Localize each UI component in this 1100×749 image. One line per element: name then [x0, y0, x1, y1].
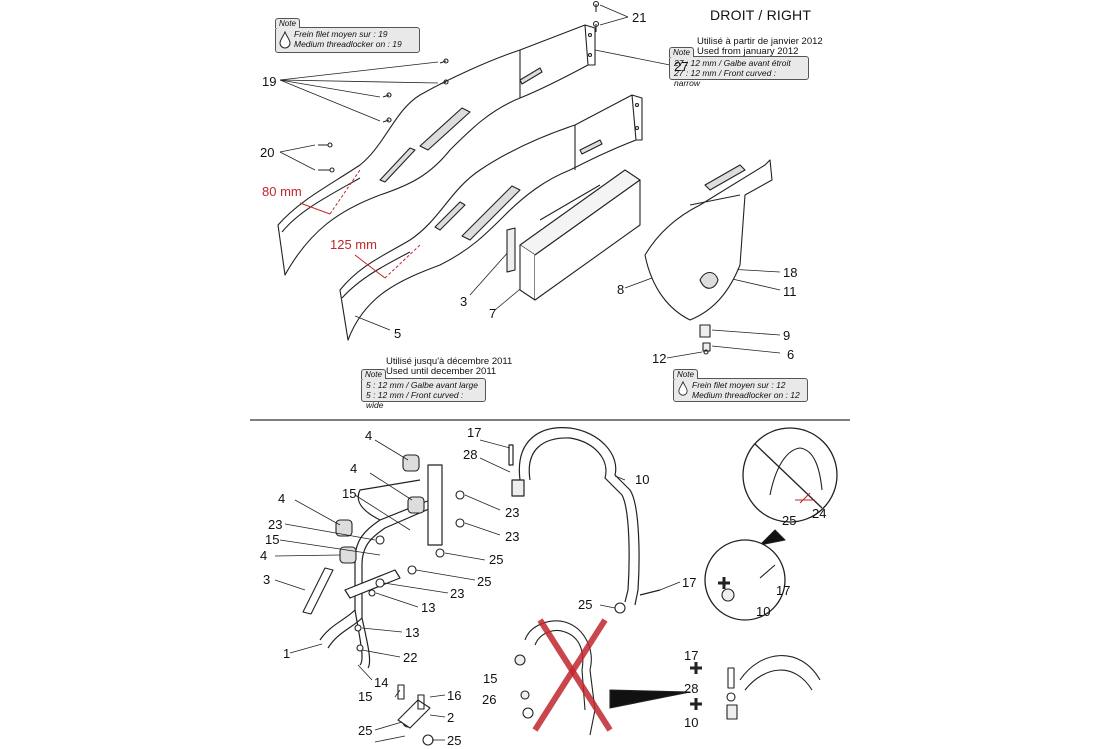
spacer-9-6-12: [699, 324, 711, 355]
callout-number: 17: [684, 648, 699, 663]
dimension-lines: [299, 169, 421, 279]
callout-number: 25: [578, 597, 593, 612]
bolts-19-20-21: [318, 0, 600, 173]
bracket-2: [397, 684, 431, 729]
callout-number: 17: [776, 583, 791, 598]
note-threadlocker-19: Note Frein filet moyen sur : 19 Medium t…: [275, 18, 420, 53]
callout-number: 25: [358, 723, 373, 738]
callout-number: 25: [477, 574, 492, 589]
note-line-en: 5 : 12 mm / Front curved : wide: [366, 390, 464, 410]
callout-number: 23: [505, 529, 520, 544]
usage-from-en: Used from january 2012: [697, 46, 799, 57]
callout-number: 2: [447, 710, 455, 725]
droplet-icon: [279, 31, 291, 49]
callout-number: 13: [421, 600, 436, 615]
callout-number: 10: [756, 604, 771, 619]
note-part-5: Note 5 : 12 mm / Galbe avant large 5 : 1…: [361, 369, 486, 410]
callout-number: 14: [374, 675, 389, 690]
loop-bar-10: [508, 427, 661, 606]
callout-number: 25: [447, 733, 462, 748]
fender-panel-narrow: [277, 24, 596, 276]
note-line-en: Medium threadlocker on : 19: [294, 39, 402, 49]
callout-number: 8: [617, 282, 625, 297]
note-line-fr: 5 : 12 mm / Galbe avant large: [366, 380, 478, 390]
bar-3: [302, 567, 334, 615]
callout-number: 4: [365, 428, 373, 443]
callout-number: 20: [260, 145, 275, 160]
note-threadlocker-12: Note Frein filet moyen sur : 12 Medium t…: [673, 369, 808, 402]
callout-number: 24: [812, 506, 827, 521]
note-heading: Note: [669, 47, 694, 57]
detail-circle-old: [742, 427, 838, 546]
fender-panel-wide: [339, 94, 643, 341]
bottom-leader-lines: [274, 439, 681, 743]
callout-number: 25: [489, 552, 504, 567]
callout-number: 13: [405, 625, 420, 640]
dimension-narrow: 80 mm: [262, 184, 302, 199]
support-frame-1: [319, 464, 443, 669]
usage-until-en: Used until december 2011: [386, 366, 497, 377]
usage-until-fr: Utilisé jusqu'à décembre 2011: [386, 356, 513, 367]
note-line-en: 27 : 12 mm / Front curved : narrow: [674, 68, 777, 88]
usage-from-fr: Utilisé à partir de janvier 2012: [697, 36, 823, 47]
callout-number: 9: [783, 328, 791, 343]
callout-number: 7: [489, 306, 497, 321]
note-heading: Note: [275, 18, 300, 28]
callout-number: 28: [463, 447, 478, 462]
note-part-27: Note 27 : 12 mm / Galbe avant étroit 27 …: [669, 47, 809, 88]
callout-number: 18: [783, 265, 798, 280]
callout-number: 26: [482, 692, 497, 707]
note-line-fr: Frein filet moyen sur : 12: [692, 380, 786, 390]
droplet-icon: [678, 381, 688, 396]
callout-number: 4: [350, 461, 358, 476]
callout-number: 3: [263, 572, 271, 587]
callout-number: 12: [652, 351, 667, 366]
callout-number: 17: [467, 425, 482, 440]
callout-number: 4: [278, 491, 286, 506]
callout-number: 10: [684, 715, 699, 730]
callout-number: 15: [342, 486, 357, 501]
callout-number: 10: [635, 472, 650, 487]
callout-number: 4: [260, 548, 268, 563]
callout-number: 28: [684, 681, 699, 696]
side-title: DROIT / RIGHT: [710, 7, 812, 23]
detail-circle-new: [704, 539, 786, 621]
callout-number: 25: [782, 513, 797, 528]
note-line-fr: Frein filet moyen sur : 19: [294, 29, 388, 39]
callout-number: 16: [447, 688, 462, 703]
callout-number: 19: [262, 74, 277, 89]
note-heading: Note: [673, 369, 698, 379]
callout-number: 27: [674, 59, 689, 74]
callout-number: 23: [268, 517, 283, 532]
mud-box-7: [519, 169, 641, 301]
callout-number: 15: [483, 671, 498, 686]
callout-number: 17: [682, 575, 697, 590]
cowl-8: [644, 159, 773, 321]
dimension-wide: 125 mm: [330, 237, 377, 252]
obsolete-bracket-crossed-out: [514, 618, 691, 736]
callout-number: 1: [283, 646, 291, 661]
note-line-en: Medium threadlocker on : 12: [692, 390, 800, 400]
note-heading: Note: [361, 369, 386, 379]
new-fastener-stack: [690, 577, 821, 720]
callout-number: 6: [787, 347, 795, 362]
bracket-3: [506, 227, 516, 273]
callout-number: 3: [460, 294, 468, 309]
callout-number: 21: [632, 10, 647, 25]
callout-number: 22: [403, 650, 418, 665]
callout-number: 5: [394, 326, 402, 341]
callout-number: 23: [450, 586, 465, 601]
callout-number: 15: [265, 532, 280, 547]
callout-number: 23: [505, 505, 520, 520]
note-line-fr: 27 : 12 mm / Galbe avant étroit: [674, 58, 791, 68]
callout-number: 15: [358, 689, 373, 704]
callout-number: 11: [783, 284, 797, 299]
